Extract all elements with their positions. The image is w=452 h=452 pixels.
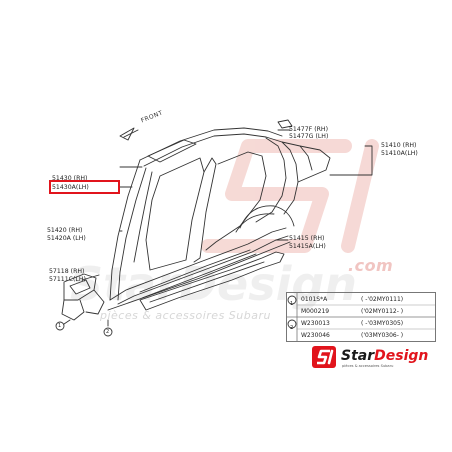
legend-range: ( -'02MY0111) (361, 296, 404, 303)
part-label-51410a[interactable]: 51410A(LH) (381, 150, 418, 157)
part-label-51430[interactable]: 51430 (RH) (52, 175, 88, 182)
part-label-57118[interactable]: 57118 (RH) (49, 268, 85, 275)
legend-code: W230013 (301, 320, 330, 327)
legend-grid (287, 293, 435, 341)
callout-number-2: 2 (106, 329, 110, 335)
part-label-51415a[interactable]: 51415A(LH) (289, 243, 326, 250)
watermark-com: .com (348, 256, 394, 275)
part-label-51410[interactable]: 51410 (RH) (381, 142, 417, 149)
legend-range: ('02MY0112- ) (361, 308, 404, 315)
legend-index-2: 2 (290, 325, 294, 331)
part-highlight-box (49, 180, 120, 194)
part-label-51477f[interactable]: 51477F (RH) (289, 126, 328, 133)
svg-text:StarDesign: StarDesign (341, 348, 428, 364)
part-label-51477g[interactable]: 51477G (LH) (289, 133, 329, 140)
part-label-51415[interactable]: 51415 (RH) (289, 235, 325, 242)
stardesign-logo: StarDesign pièces & accessoires Subaru (312, 346, 428, 368)
legend-table: 1 2 0101S*A ( -'02MY0111) M000219 ('02MY01… (286, 292, 436, 342)
svg-text:pièces & accessoires Subaru: pièces & accessoires Subaru (342, 364, 393, 368)
legend-code: M000219 (301, 308, 330, 315)
legend-row: W230013 ( -'03MY0305) (301, 320, 403, 327)
legend-row: 0101S*A ( -'02MY0111) (301, 296, 403, 303)
watermark-slogan: pièces & accessoires Subaru (100, 309, 271, 322)
legend-range: ('03MY0306- ) (361, 332, 404, 339)
legend-range: ( -'03MY0305) (361, 320, 404, 327)
part-label-51430a[interactable]: 51430A(LH) (52, 184, 89, 191)
callout-circle-2 (103, 327, 113, 337)
legend-code: W230046 (301, 332, 330, 339)
legend-index-1: 1 (290, 301, 294, 307)
part-label-51420[interactable]: 51420 (RH) (47, 227, 83, 234)
front-arrow-icon (119, 127, 135, 141)
callout-circle-1 (55, 321, 65, 331)
legend-code: 0101S*A (301, 296, 328, 303)
part-label-51420a[interactable]: 51420A (LH) (47, 235, 86, 242)
callout-number-1: 1 (58, 323, 62, 329)
legend-row: W230046 ('03MY0306- ) (301, 332, 403, 339)
part-label-57111c[interactable]: 57111C(LH) (49, 276, 86, 283)
legend-row: M000219 ('02MY0112- ) (301, 308, 403, 315)
